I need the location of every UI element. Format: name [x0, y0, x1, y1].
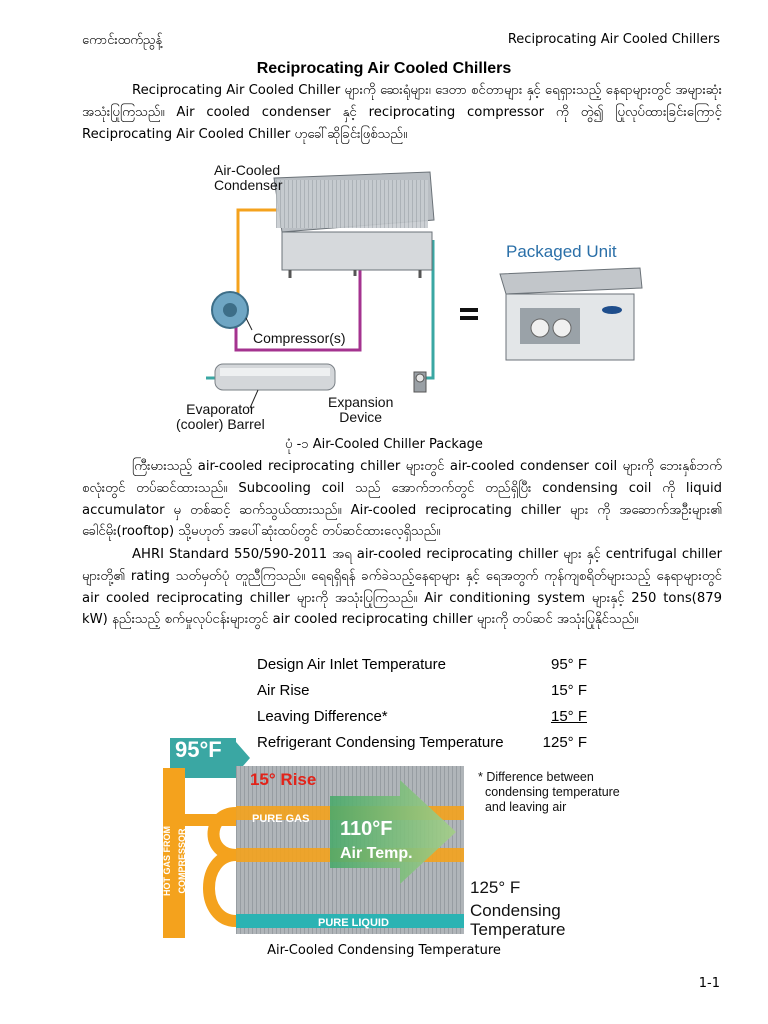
figure-1-caption: ပုံ -၁ Air-Cooled Chiller Package — [285, 437, 483, 452]
air-temp-label: Air Temp. — [340, 845, 413, 862]
header-title: Reciprocating Air Cooled Chillers — [507, 32, 720, 47]
expansion-valve-icon — [413, 371, 427, 393]
spec-value: 15° F — [550, 708, 587, 725]
spec-label: Air Rise — [257, 682, 310, 699]
pure-gas-label: PURE GAS — [252, 813, 310, 825]
spec-label: Refrigerant Condensing Temperature — [257, 734, 504, 751]
figure-2-caption: Air-Cooled Condensing Temperature — [267, 943, 501, 958]
pure-liquid-label: PURE LIQUID — [318, 917, 389, 929]
air-temp-arrow — [330, 780, 456, 884]
condenser-unit-image — [273, 171, 435, 278]
condensing-temp-label: Condensing Temperature — [470, 901, 566, 939]
spec-table: Design Air Inlet Temperature 95° F Air R… — [257, 656, 587, 760]
hot-gas-bar — [163, 768, 185, 938]
chiller-package-diagram — [206, 171, 643, 409]
header-author: ကောင်းထက်ညွန့် — [82, 33, 163, 48]
page-title: Reciprocating Air Cooled Chillers — [256, 60, 512, 77]
footnote: * Difference between condensing temperat… — [478, 770, 620, 814]
spec-label: Design Air Inlet Temperature — [257, 656, 446, 673]
rise-label: 15° Rise — [250, 770, 317, 789]
spec-label: Leaving Difference* — [257, 708, 388, 725]
evaporator-barrel-image — [214, 363, 336, 391]
spec-row: Design Air Inlet Temperature 95° F — [257, 656, 587, 682]
spec-row: Air Rise 15° F — [257, 682, 587, 708]
compressor-icon — [211, 291, 249, 329]
purple-pipe — [234, 270, 362, 352]
hot-gas-label: HOT GAS FROM COMPRESSOR — [162, 826, 187, 896]
equals-sign — [460, 308, 478, 320]
spec-value: 15° F — [550, 682, 587, 699]
paragraph-3: AHRI Standard 550/590-2011 အရ air-cooled… — [82, 547, 722, 628]
packaged-unit-image — [499, 267, 643, 361]
compressor-label: Compressor(s) — [253, 330, 346, 346]
condenser-label: Air-Cooled Condenser — [214, 162, 283, 193]
paragraph-2: ကြီးမားသည့် air-cooled reciprocating chi… — [82, 459, 722, 540]
intro-paragraph: Reciprocating Air Cooled Chiller များကို… — [82, 83, 722, 142]
air-temp-value: 110°F — [340, 818, 393, 840]
spec-row: Refrigerant Condensing Temperature 125° … — [257, 734, 587, 760]
page-number: 1-1 — [698, 976, 720, 991]
condensing-temperature-diagram — [163, 738, 464, 938]
packaged-unit-label: Packaged Unit — [506, 242, 617, 261]
spec-row: Leaving Difference* 15° F — [257, 708, 587, 734]
spec-value: 95° F — [550, 656, 587, 673]
inlet-temp-label: 95°F — [175, 737, 222, 762]
spec-value: 125° F — [542, 734, 587, 751]
condensing-temp-value: 125° F — [470, 878, 521, 897]
evaporator-label: Evaporator (cooler) Barrel — [176, 401, 265, 432]
expansion-label: Expansion Device — [328, 394, 394, 425]
